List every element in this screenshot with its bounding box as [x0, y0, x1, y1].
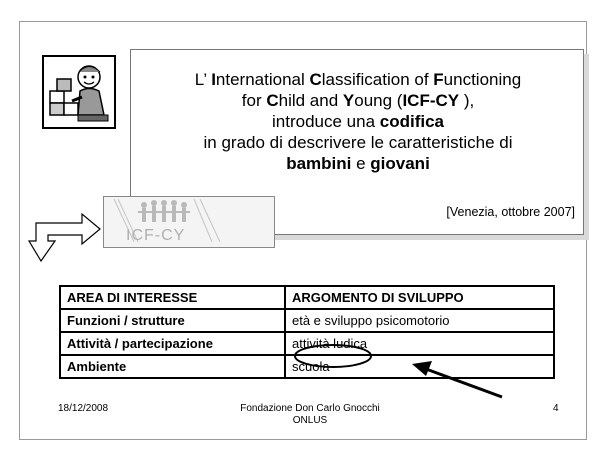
- table-row: Attività / partecipazione attività ludic…: [59, 331, 555, 356]
- people-chain-icon: [113, 198, 221, 243]
- child-icon: [49, 65, 109, 122]
- table-header-area: AREA DI INTERESSE: [59, 285, 286, 310]
- title-line-2: for Child and Young (ICF-CY ),: [241, 91, 475, 110]
- table-cell: Ambiente: [59, 354, 286, 379]
- logo-text: ICF-CY: [126, 227, 186, 244]
- footer-org-line-2: ONLUS: [292, 415, 328, 426]
- table-cell: Attività / partecipazione: [59, 331, 286, 356]
- table-cell: Funzioni / strutture: [59, 308, 286, 333]
- footer-date: 18/12/2008: [58, 403, 109, 414]
- bent-arrow-icon: [27, 212, 101, 263]
- title-line-3: introduce una codifica: [272, 112, 444, 131]
- child-with-blocks-clipart: [42, 55, 116, 129]
- icf-cy-logo: ICF-CY: [103, 196, 275, 248]
- title-line-1: L’ International Classification of Funct…: [194, 70, 522, 89]
- title-text-box: L’ International Classification of Funct…: [130, 49, 584, 235]
- table-header-row: AREA DI INTERESSE ARGOMENTO DI SVILUPPO: [59, 285, 555, 310]
- citation: [Venezia, ottobre 2007]: [446, 205, 575, 219]
- table-cell: attività ludica: [284, 331, 555, 356]
- footer-org-line-1: Fondazione Don Carlo Gnocchi: [240, 403, 380, 414]
- title-line-4: in grado di descrivere le caratteristich…: [203, 133, 513, 152]
- highlight-ellipse: [294, 344, 372, 368]
- footer-organization: Fondazione Don Carlo Gnocchi ONLUS: [220, 403, 400, 427]
- title-line-5: bambini e giovani: [286, 154, 430, 173]
- table-header-topic: ARGOMENTO DI SVILUPPO: [284, 285, 555, 310]
- table-row: Funzioni / strutture età e sviluppo psic…: [59, 308, 555, 333]
- page-number: 4: [553, 403, 559, 414]
- table-cell: età e sviluppo psicomotorio: [284, 308, 555, 333]
